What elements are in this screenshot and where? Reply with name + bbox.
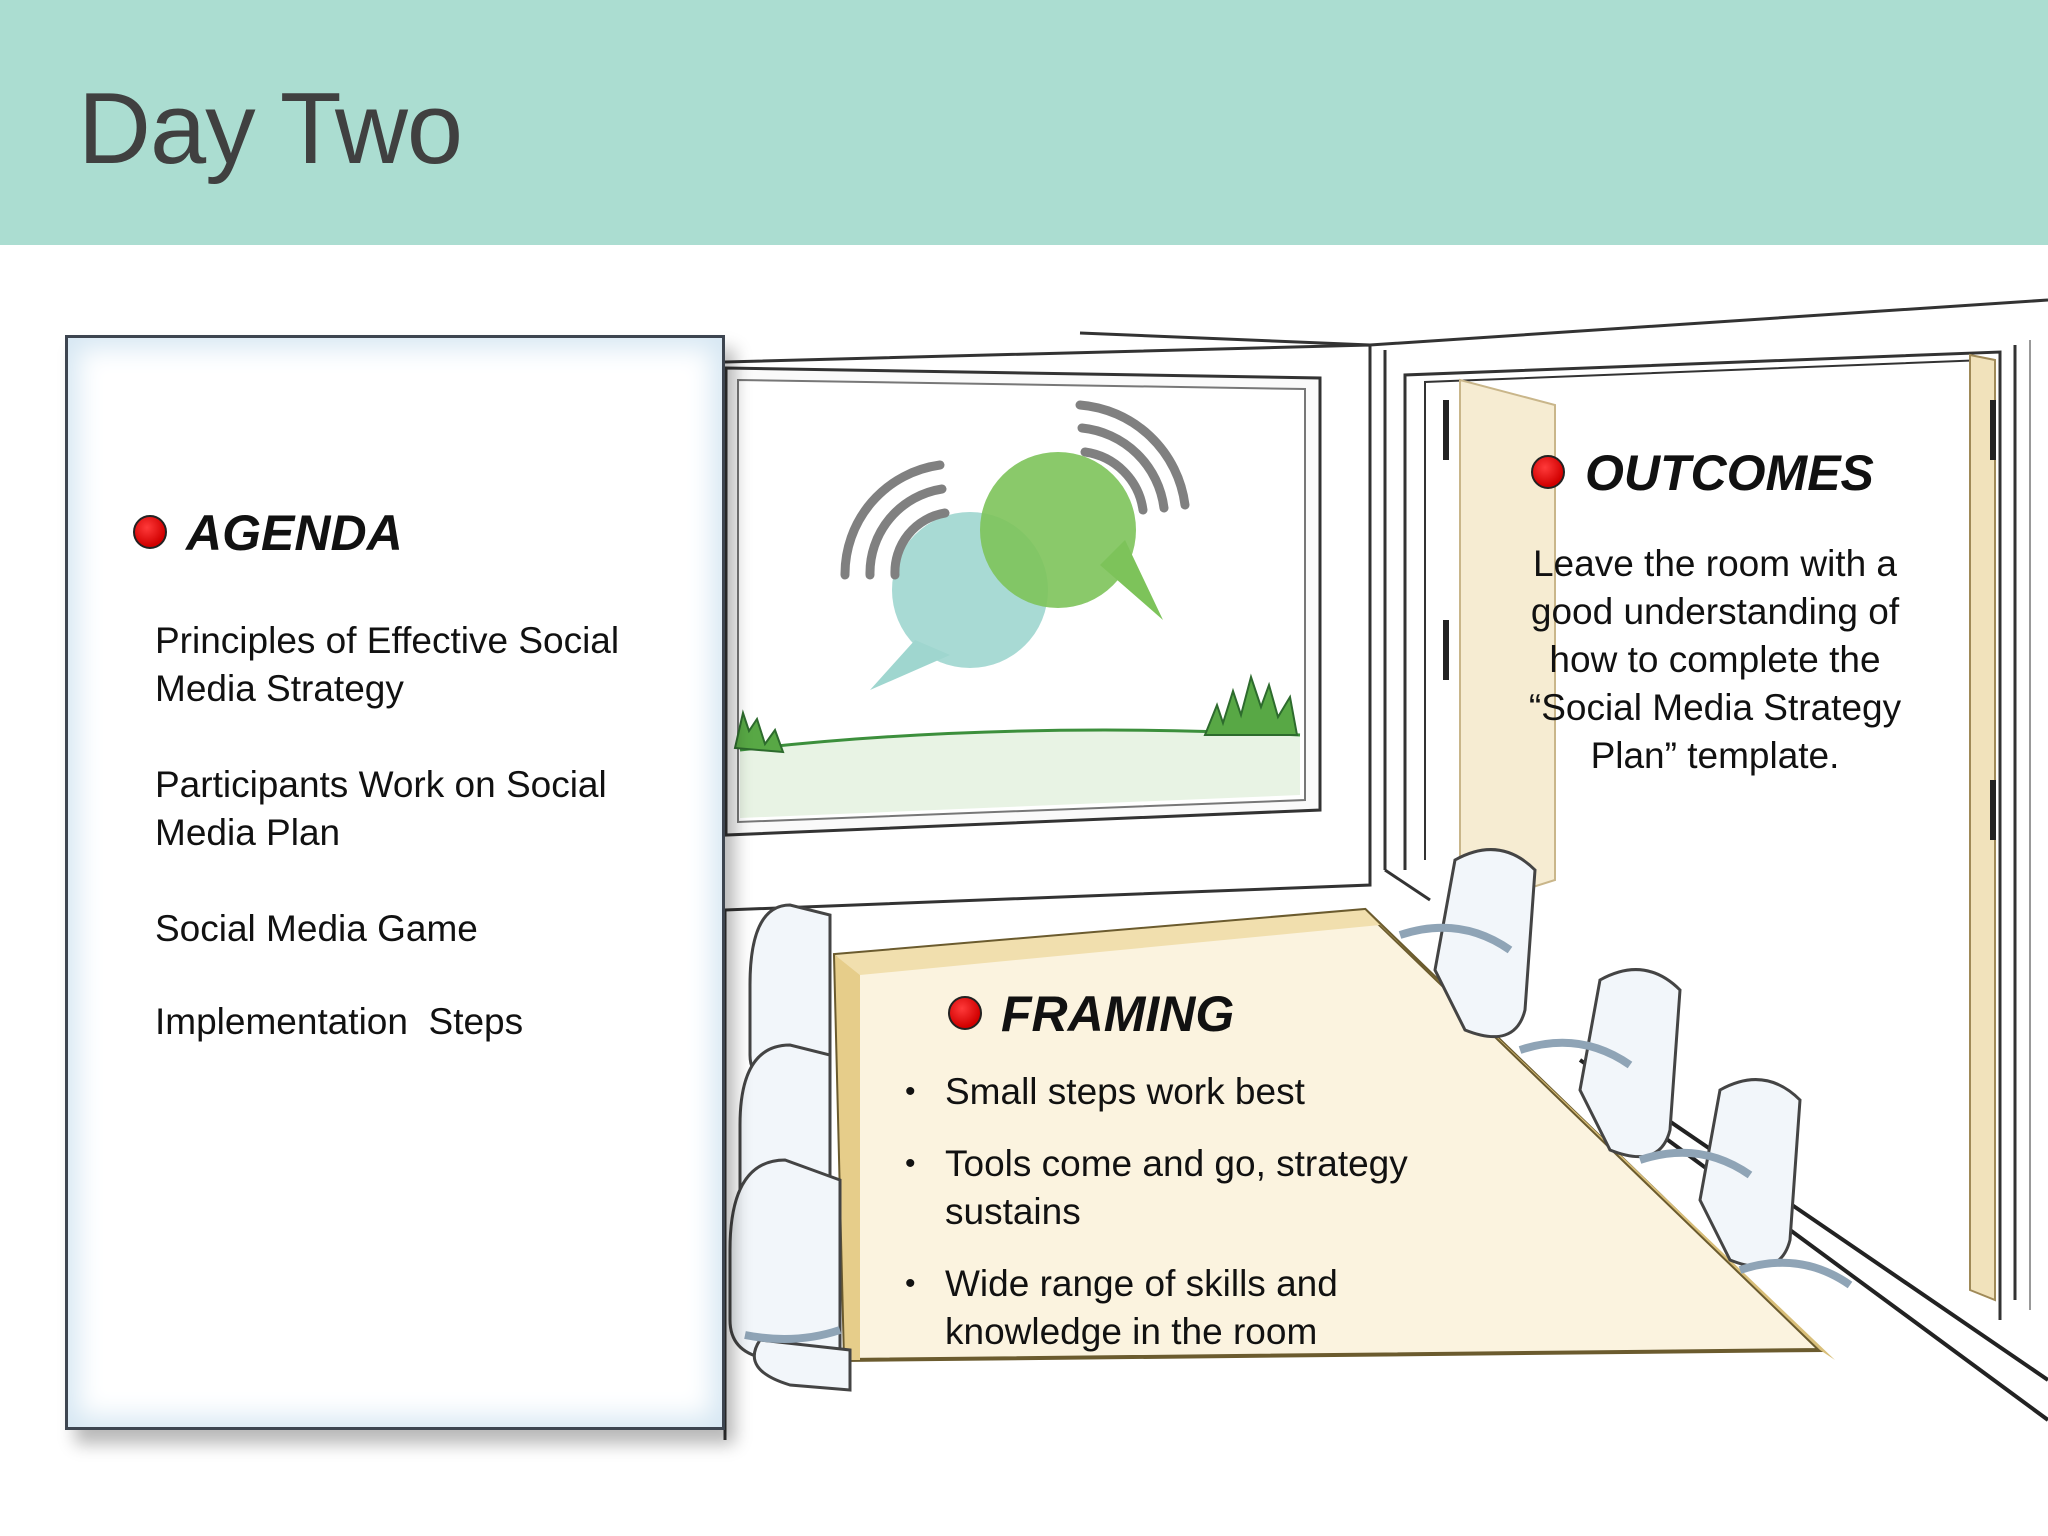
agenda-item: Social Media Game [155,908,478,949]
red-bullet-icon [948,996,982,1030]
red-bullet-icon [1531,455,1565,489]
outcomes-text: Leave the room with a good understanding… [1528,543,1902,776]
agenda-list: Principles of Effective Social Media Str… [155,617,675,1094]
agenda-item: Participants Work on Social Media Plan [155,764,607,853]
agenda-item: Principles of Effective Social Media Str… [155,620,620,709]
door [1403,340,2031,1320]
header-band: Day Two [0,0,2048,245]
slide-title: Day Two [78,73,463,185]
framing-bullet: Tools come and go, strategy sustains [905,1140,1425,1236]
meeting-room-illustration [723,298,2048,1440]
agenda-panel [65,335,725,1430]
conference-table [832,907,1835,1363]
speech-bubbles-icon [840,400,1190,690]
framing-bullet: Wide range of skills and knowledge in th… [905,1260,1425,1356]
agenda-heading: AGENDA [186,505,403,561]
framing-heading: FRAMING [1001,986,1235,1042]
red-bullet-icon [133,515,167,549]
agenda-item: Implementation Steps [155,1001,524,1042]
framing-list: Small steps work best Tools come and go,… [905,1068,1425,1380]
outcomes-heading: OUTCOMES [1585,445,1874,501]
framing-bullet: Small steps work best [905,1068,1425,1116]
chairs [728,848,1853,1392]
